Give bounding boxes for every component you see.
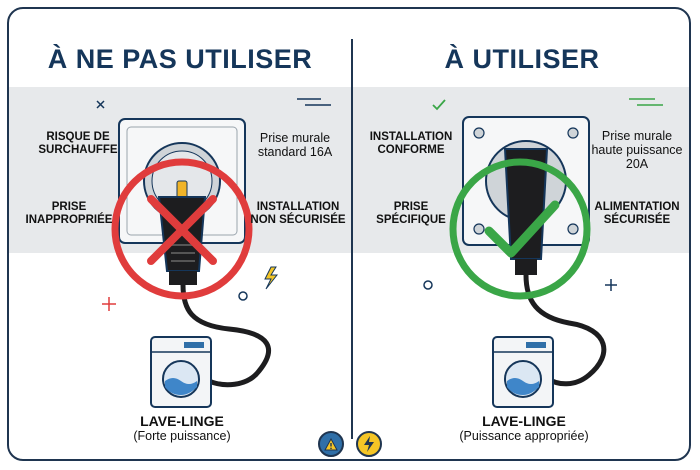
label-inappropriate-plug: PRISE INAPPROPRIÉE	[25, 201, 113, 226]
lightning-bolt-icon	[356, 431, 382, 457]
label-specific-plug: PRISE SPÉCIFIQUE	[376, 201, 446, 226]
illustration	[96, 98, 663, 408]
left-cable	[180, 284, 271, 388]
right-cable	[523, 274, 607, 387]
left-appliance-name: LAVE-LINGE	[140, 413, 224, 429]
left-appliance-note: (Forte puissance)	[133, 429, 231, 443]
label-secure-power: ALIMENTATION SÉCURISÉE	[594, 201, 680, 226]
right-appliance-caption: LAVE-LINGE (Puissance appropriée)	[444, 413, 604, 444]
ring-dot-icon	[238, 291, 248, 301]
center-divider	[351, 39, 353, 439]
warning-triangle-icon	[318, 431, 344, 457]
left-appliance-caption: LAVE-LINGE (Forte puissance)	[102, 413, 262, 444]
label-overheat-risk: RISQUE DE SURCHAUFFE	[38, 131, 118, 156]
small-bolt-icon	[264, 266, 279, 290]
check-icon	[449, 158, 591, 300]
washing-machine-left	[150, 336, 212, 408]
sparkle-icon	[96, 100, 105, 109]
plus-icon	[605, 279, 617, 291]
label-unsafe-installation: INSTALLATION NON SÉCURISÉE	[250, 201, 346, 226]
right-appliance-note: (Puissance appropriée)	[459, 429, 589, 443]
cross-icon	[111, 158, 253, 300]
ring-dot-icon	[423, 280, 433, 290]
green-dash-lines-icon	[629, 98, 663, 106]
label-compliant-installation: INSTALLATION CONFORME	[369, 131, 453, 156]
dash-lines-icon	[297, 98, 331, 106]
check-mark-icon	[432, 99, 446, 111]
washing-machine-right	[492, 336, 554, 408]
left-title: À NE PAS UTILISER	[47, 44, 313, 74]
infographic-frame: À NE PAS UTILISER À UTILISER	[7, 7, 691, 461]
spark-icon	[102, 297, 116, 311]
right-title: À UTILISER	[444, 44, 600, 74]
right-appliance-name: LAVE-LINGE	[482, 413, 566, 429]
label-high-power-outlet: Prise murale haute puissance 20A	[591, 129, 683, 171]
label-standard-outlet: Prise murale standard 16A	[257, 131, 333, 159]
